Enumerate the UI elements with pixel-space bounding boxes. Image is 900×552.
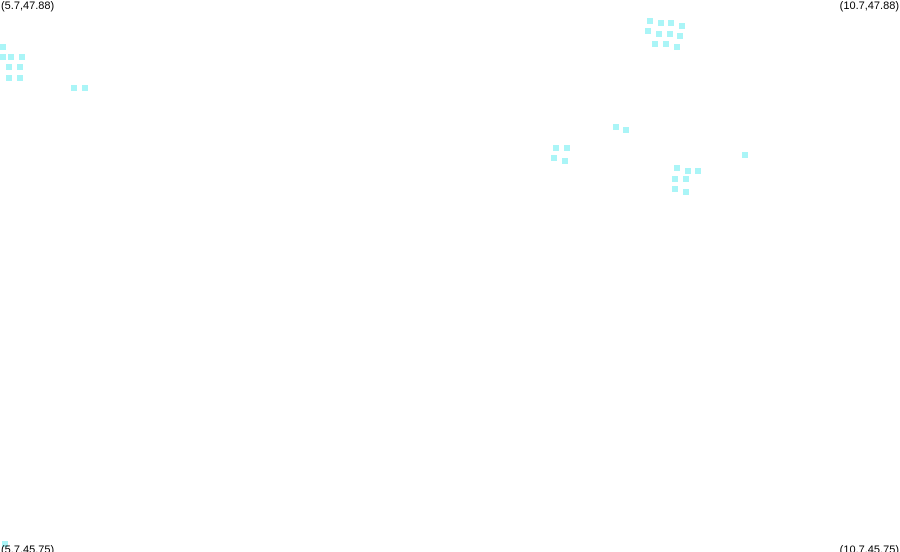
map-marker[interactable] xyxy=(677,33,683,39)
map-marker[interactable] xyxy=(82,85,88,91)
map-marker[interactable] xyxy=(8,54,14,60)
map-marker[interactable] xyxy=(645,28,651,34)
corner-label-bottom-right: (10.7,45.75) xyxy=(839,544,899,552)
map-marker[interactable] xyxy=(663,41,669,47)
map-marker[interactable] xyxy=(17,75,23,81)
map-marker[interactable] xyxy=(685,168,691,174)
map-marker[interactable] xyxy=(564,145,570,151)
map-marker[interactable] xyxy=(742,152,748,158)
map-marker[interactable] xyxy=(17,64,23,70)
corner-label-top-right: (10.7,47.88) xyxy=(839,0,899,12)
map-marker[interactable] xyxy=(668,20,674,26)
corner-label-top-left: (5.7,47.88) xyxy=(1,0,55,12)
map-marker[interactable] xyxy=(672,186,678,192)
map-marker[interactable] xyxy=(652,41,658,47)
map-marker[interactable] xyxy=(19,54,25,60)
map-marker[interactable] xyxy=(553,145,559,151)
map-marker[interactable] xyxy=(672,176,678,182)
map-marker[interactable] xyxy=(0,54,6,60)
map-marker[interactable] xyxy=(695,168,701,174)
map-marker[interactable] xyxy=(2,541,8,547)
map-marker[interactable] xyxy=(6,75,12,81)
map-marker[interactable] xyxy=(658,20,664,26)
marker-layer xyxy=(0,18,748,547)
map-marker[interactable] xyxy=(562,158,568,164)
map-marker[interactable] xyxy=(674,165,680,171)
map-marker[interactable] xyxy=(71,85,77,91)
map-marker[interactable] xyxy=(683,176,689,182)
map-marker[interactable] xyxy=(551,155,557,161)
map-marker[interactable] xyxy=(667,31,673,37)
map-marker[interactable] xyxy=(0,44,6,50)
map-marker[interactable] xyxy=(647,18,653,24)
map-marker[interactable] xyxy=(613,124,619,130)
map-marker[interactable] xyxy=(674,44,680,50)
corner-label-bottom-left: (5.7,45.75) xyxy=(1,544,55,552)
map-marker[interactable] xyxy=(679,23,685,29)
map-marker[interactable] xyxy=(6,64,12,70)
map-marker[interactable] xyxy=(623,127,629,133)
map-marker[interactable] xyxy=(656,31,662,37)
map-marker[interactable] xyxy=(683,189,689,195)
